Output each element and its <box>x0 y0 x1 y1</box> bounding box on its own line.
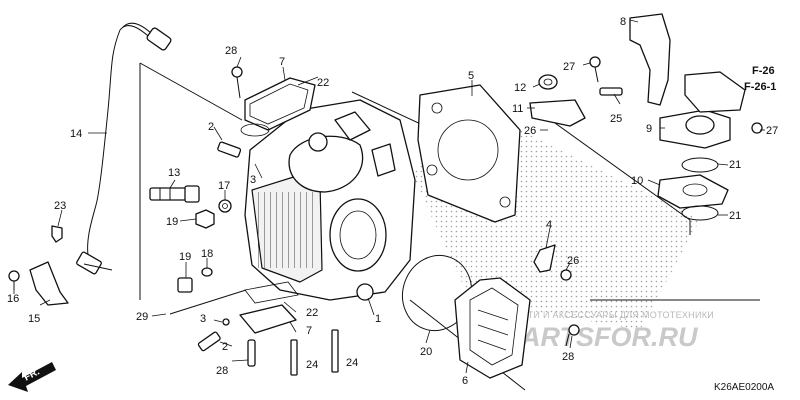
cylinder-head <box>244 99 416 301</box>
callout-18: 18 <box>201 248 213 260</box>
callout-28: 28 <box>225 45 237 57</box>
callout-10: 10 <box>631 175 643 187</box>
callout-8: 8 <box>620 16 626 28</box>
callout-7: 7 <box>306 325 312 337</box>
callout-17: 17 <box>218 180 230 192</box>
callout-19: 19 <box>179 251 191 263</box>
ref-label-f26: F-26 <box>752 65 775 77</box>
lower-cover <box>239 281 339 376</box>
callout-3: 3 <box>200 313 206 325</box>
callout-1: 1 <box>375 313 381 325</box>
intake-pipe <box>599 71 746 221</box>
reference-labels: F-26 F-26-1 <box>744 65 776 93</box>
watermark-logo: PARTSFOR.RU <box>505 322 699 352</box>
callout-25: 25 <box>610 113 622 125</box>
assembly-outline <box>139 62 760 391</box>
watermark: ЗАПЧАСТИ И АКСЕССУАРЫ ДЛЯ МОТОТЕХНИКИ PA… <box>490 310 714 352</box>
spark-plug <box>149 185 200 203</box>
head-side-cover <box>231 66 316 137</box>
valve-cover <box>454 277 531 379</box>
callout-28: 28 <box>216 365 228 377</box>
callout-2: 2 <box>222 341 228 353</box>
callout-20: 20 <box>420 346 432 358</box>
watermark-text: ЗАПЧАСТИ И АКСЕССУАРЫ ДЛЯ МОТОТЕХНИКИ <box>490 310 714 320</box>
callout-27: 27 <box>563 61 575 73</box>
diagram-code: K26AE0200A <box>714 382 774 393</box>
callout-22: 22 <box>306 307 318 319</box>
callout-4: 4 <box>546 219 552 231</box>
callout-13: 13 <box>168 167 180 179</box>
callout-15: 15 <box>28 313 40 325</box>
callout-22: 22 <box>317 77 329 89</box>
callout-26: 26 <box>524 125 536 137</box>
callout-7: 7 <box>279 56 285 68</box>
direction-label: FR. <box>22 366 42 383</box>
ref-label-f26-1: F-26-1 <box>744 81 776 93</box>
small-bracket <box>533 244 580 347</box>
callout-26: 26 <box>567 255 579 267</box>
callout-24: 24 <box>346 357 358 369</box>
callout-12: 12 <box>514 82 526 94</box>
callout-16: 16 <box>7 293 19 305</box>
mounting-bracket <box>529 56 763 134</box>
callout-6: 6 <box>462 375 468 387</box>
callout-29: 29 <box>136 311 148 323</box>
o2-sensor-wire <box>76 22 172 275</box>
callout-21: 21 <box>729 210 741 222</box>
leader-lines <box>13 19 765 374</box>
callout-27: 27 <box>766 125 778 137</box>
callout-23: 23 <box>54 200 66 212</box>
head-gasket <box>417 84 521 223</box>
callout-9: 9 <box>646 123 652 135</box>
callout-3: 3 <box>250 174 256 186</box>
callout-5: 5 <box>468 70 474 82</box>
sensor-bracket <box>8 225 69 306</box>
callout-24: 24 <box>306 359 318 371</box>
callout-numbers: 1 2 2 3 3 4 5 6 7 7 8 9 10 11 12 13 14 1… <box>7 16 778 387</box>
callout-21: 21 <box>729 159 741 171</box>
callout-19: 19 <box>166 216 178 228</box>
callout-28: 28 <box>562 351 574 363</box>
callout-2: 2 <box>208 121 214 133</box>
callout-11: 11 <box>512 103 523 115</box>
small-fasteners <box>169 199 247 315</box>
front-direction-arrow: FR. <box>8 362 56 392</box>
heat-shield <box>629 13 671 106</box>
callout-14: 14 <box>70 128 82 140</box>
